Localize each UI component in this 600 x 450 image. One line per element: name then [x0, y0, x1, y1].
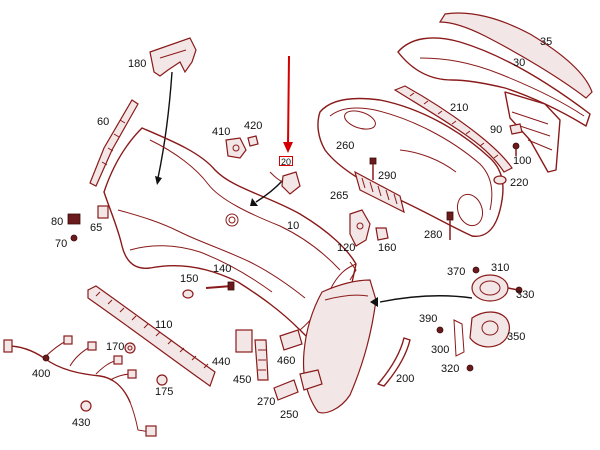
part-110-reinforcement	[87, 285, 216, 387]
part-270-clip	[273, 379, 299, 401]
label-180: 180	[128, 58, 147, 70]
part-220-grommet	[493, 175, 507, 185]
part-20-cover-cap	[269, 171, 301, 195]
part-90-clip	[509, 123, 523, 135]
label-440: 440	[212, 356, 231, 368]
part-350-housing	[469, 311, 510, 348]
part-410-bracket	[225, 135, 259, 159]
part-70-screw	[70, 234, 78, 242]
label-90: 90	[490, 124, 503, 136]
label-260: 260	[336, 140, 355, 152]
part-250-clip	[299, 369, 323, 391]
label-350: 350	[507, 331, 526, 343]
part-440-block	[235, 329, 253, 353]
label-450: 450	[233, 374, 252, 386]
label-100: 100	[513, 155, 532, 167]
label-110: 110	[155, 319, 173, 331]
part-60-strip	[89, 99, 139, 187]
label-410: 410	[212, 126, 231, 138]
part-100-bolt	[512, 142, 520, 156]
part-150-washer	[182, 289, 194, 299]
label-390: 390	[419, 313, 438, 325]
label-170: 170	[106, 341, 125, 353]
label-140: 140	[213, 263, 232, 275]
label-430: 430	[72, 417, 91, 429]
label-150: 150	[180, 273, 199, 285]
label-200: 200	[396, 373, 415, 385]
part-80-block	[67, 213, 81, 225]
label-320: 320	[441, 363, 460, 375]
label-35: 35	[540, 36, 553, 48]
label-80: 80	[51, 216, 64, 228]
label-220: 220	[510, 177, 529, 189]
label-300: 300	[431, 344, 450, 356]
part-450-bracket	[254, 339, 269, 381]
label-60: 60	[97, 116, 110, 128]
leader-180-arrowhead	[155, 176, 162, 185]
label-10: 10	[287, 220, 300, 232]
part-180-bracket	[149, 37, 197, 77]
label-370: 370	[447, 266, 466, 278]
label-30: 30	[513, 57, 526, 69]
label-210: 210	[450, 102, 469, 114]
label-460: 460	[277, 355, 296, 367]
part-170-ring	[124, 342, 136, 354]
label-420: 420	[244, 120, 263, 132]
label-160: 160	[378, 242, 397, 254]
highlighted-part-label: 20	[279, 156, 293, 167]
part-10-bumper-cover	[103, 127, 377, 414]
label-310: 310	[491, 262, 510, 274]
part-210-strip	[393, 85, 513, 173]
label-265: 265	[330, 190, 349, 202]
highlight-arrow	[283, 55, 293, 153]
label-250: 250	[280, 409, 299, 421]
label-175: 175	[155, 386, 174, 398]
part-370-screw	[472, 266, 480, 274]
leader-20-arrowhead	[250, 198, 258, 206]
label-280: 280	[424, 229, 443, 241]
leader-310	[379, 295, 473, 303]
part-290-bolt	[369, 157, 377, 180]
label-65: 65	[90, 222, 103, 234]
label-290: 290	[378, 170, 397, 182]
label-120: 120	[337, 242, 356, 254]
part-330-screw	[507, 286, 523, 294]
part-175-holder	[156, 374, 168, 386]
part-140-rod	[205, 281, 235, 291]
part-430-sensor	[80, 400, 92, 412]
part-280-bolt	[446, 211, 454, 240]
part-310-module	[471, 274, 509, 302]
label-70: 70	[55, 238, 68, 250]
part-400-harness	[3, 335, 157, 437]
part-260-diffuser	[317, 97, 504, 237]
leader-180	[157, 71, 173, 179]
part-200-strip	[377, 337, 411, 387]
part-30-35-spoiler	[397, 12, 593, 173]
leader-310-arrowhead	[370, 297, 378, 307]
part-120-bracket	[349, 209, 371, 247]
part-460-bracket	[279, 329, 303, 351]
part-265-grille	[354, 170, 405, 214]
leader-20	[255, 179, 284, 203]
label-270: 270	[257, 396, 276, 408]
part-160-clip	[375, 227, 389, 241]
label-400: 400	[32, 368, 51, 380]
part-390-screw	[436, 326, 444, 334]
part-320-screw	[466, 364, 474, 372]
label-330: 330	[516, 289, 535, 301]
part-300-bracket	[453, 319, 465, 357]
part-65-retainer	[97, 205, 109, 219]
